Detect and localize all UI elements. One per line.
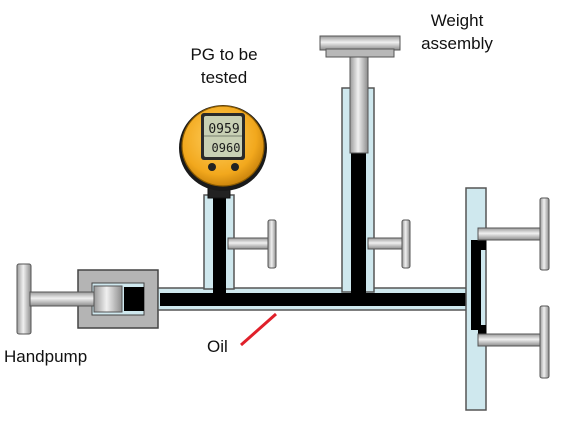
weight-column-valve bbox=[367, 219, 411, 269]
weight-label-line2: assembly bbox=[421, 34, 493, 53]
gauge-button-left bbox=[208, 163, 216, 171]
weight-assembly bbox=[319, 35, 401, 154]
gauge-reading-bottom: 0960 bbox=[212, 141, 241, 155]
pg-label-line1: PG to be bbox=[190, 45, 258, 64]
gauge-button-right bbox=[231, 163, 239, 171]
oil-label: Oil bbox=[207, 337, 228, 356]
gauge-reading-top: 0959 bbox=[208, 122, 239, 137]
weight-label-line1: Weight bbox=[430, 11, 484, 30]
right-valve-lower bbox=[477, 305, 550, 379]
handpump-handle bbox=[16, 263, 123, 335]
gauge-valve bbox=[227, 219, 277, 269]
main-pipe bbox=[157, 287, 472, 311]
pg-label-line2: tested bbox=[200, 68, 248, 87]
oil-pointer-line bbox=[240, 312, 277, 347]
right-reservoir bbox=[465, 187, 487, 411]
handpump-label: Handpump bbox=[4, 347, 88, 366]
right-valve-upper bbox=[477, 197, 550, 271]
digital-pressure-gauge: 0959 0960 bbox=[179, 105, 267, 199]
